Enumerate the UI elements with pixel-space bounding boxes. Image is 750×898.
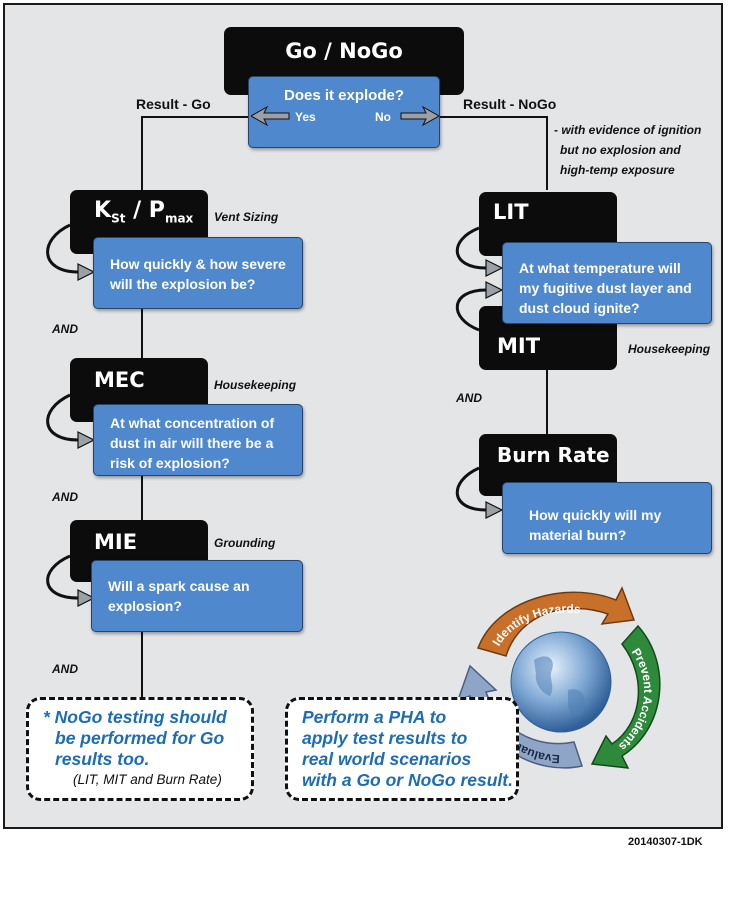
yes-label: Yes	[295, 110, 316, 124]
and-label-4: AND	[456, 391, 482, 405]
mie-title: MIE	[94, 530, 138, 554]
nogo-note-line-a: * NoGo testing should	[43, 707, 227, 727]
left-arrow-icon	[251, 106, 290, 126]
and-label-1: AND	[52, 322, 78, 336]
mec-housekeeping-tag: Housekeeping	[214, 378, 297, 392]
burn-rate-question-line-2: material burn?	[529, 527, 627, 543]
kst-question-line-1: How quickly & how severe	[110, 256, 286, 272]
lit-mit-question-line-2: my fugitive dust layer and	[519, 280, 692, 296]
go-nogo-title: Go / NoGo	[285, 39, 403, 63]
nogo-note-line-1: - with evidence of ignition	[554, 123, 702, 137]
burn-rate-question-box: How quickly will my material burn?	[502, 482, 712, 554]
mie-question-line-1: Will a spark cause an	[108, 578, 250, 594]
globe-icon	[510, 631, 612, 733]
mie-question-box: Will a spark cause an explosion?	[91, 560, 303, 632]
nogo-note-line-2: but no explosion and	[560, 143, 681, 157]
result-nogo-label: Result - NoGo	[463, 96, 557, 112]
mit-housekeeping-tag: Housekeeping	[628, 342, 711, 356]
document-code: 20140307-1DK	[628, 836, 703, 848]
no-label: No	[375, 110, 391, 124]
explode-question-box: Does it explode? Yes No	[248, 76, 440, 148]
pha-note-box: Perform a PHA to apply test results to r…	[285, 697, 519, 801]
pha-note-line-3: real world scenarios	[302, 749, 472, 769]
lit-mit-question-line-3: dust cloud ignite?	[519, 300, 640, 316]
burn-rate-title: Burn Rate	[497, 443, 610, 467]
identify-hazards-arrow	[477, 586, 636, 657]
pha-note-line-1: Perform a PHA to	[302, 707, 447, 727]
right-arrow-icon	[400, 106, 439, 126]
mit-title: MIT	[497, 334, 541, 358]
pha-note-line-4: with a Go or NoGo result.	[302, 770, 513, 790]
nogo-note-line-b: be performed for Go	[55, 728, 225, 748]
kst-pmax-title: KSt / Pmax	[94, 198, 194, 226]
kst-question-line-2: will the explosion be?	[110, 276, 256, 292]
mec-question-line-2: dust in air will there be a	[110, 435, 274, 451]
mec-title: MEC	[94, 368, 145, 392]
nogo-testing-note-box: * NoGo testing should be performed for G…	[26, 697, 254, 801]
and-label-2: AND	[52, 490, 78, 504]
kst-question-box: How quickly & how severe will the explos…	[93, 237, 303, 309]
explode-question: Does it explode?	[283, 87, 405, 104]
nogo-note-line-c: results too.	[55, 749, 150, 769]
vent-sizing-tag: Vent Sizing	[214, 210, 279, 224]
burn-rate-question-line-1: How quickly will my	[529, 507, 662, 523]
lit-title: LIT	[493, 200, 529, 224]
nogo-note-sub: (LIT, MIT and Burn Rate)	[73, 772, 222, 787]
pha-note-line-2: apply test results to	[302, 728, 468, 748]
and-label-3: AND	[52, 662, 78, 676]
result-go-label: Result - Go	[136, 96, 211, 112]
prevent-accidents-arrow	[590, 624, 661, 769]
mec-question-line-3: risk of explosion?	[110, 455, 230, 471]
nogo-note: - with evidence of ignition but no explo…	[554, 120, 701, 180]
hazard-cycle-graphic: Identify Hazards Prevent Accidents Evalu…	[456, 586, 661, 769]
mec-question-line-1: At what concentration of	[110, 415, 275, 431]
mie-question-line-2: explosion?	[108, 598, 182, 614]
nogo-note-line-3: high-temp exposure	[560, 163, 675, 177]
lit-mit-question-box: At what temperature will my fugitive dus…	[502, 242, 712, 324]
grounding-tag: Grounding	[214, 536, 276, 550]
lit-mit-question-line-1: At what temperature will	[519, 260, 681, 276]
mec-question-box: At what concentration of dust in air wil…	[93, 404, 303, 476]
